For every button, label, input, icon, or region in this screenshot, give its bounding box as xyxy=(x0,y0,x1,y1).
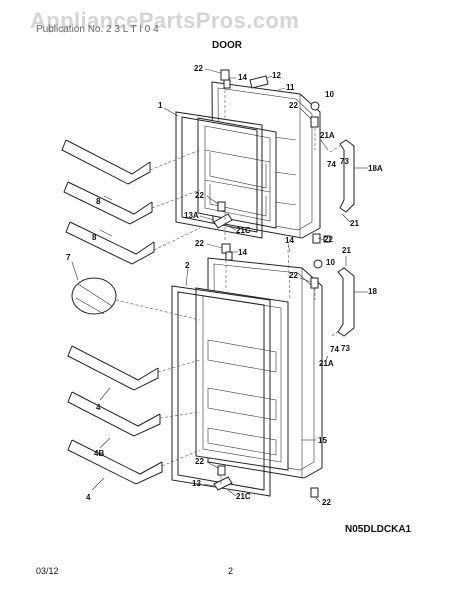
callout-22: 22 xyxy=(322,498,331,507)
callout-21C: 21C xyxy=(236,226,251,235)
callout-14: 14 xyxy=(238,248,247,257)
callout-21: 21 xyxy=(350,219,359,228)
cap-10 xyxy=(313,259,323,269)
callout-12: 12 xyxy=(272,71,281,80)
washer xyxy=(323,235,331,243)
callout-22: 22 xyxy=(194,64,203,73)
hinge-13 xyxy=(213,476,233,491)
callout-13: 13 xyxy=(192,479,201,488)
callout-22: 22 xyxy=(195,239,204,248)
footer-date: 03/12 xyxy=(36,566,59,576)
callout-22: 22 xyxy=(195,191,204,200)
section-title: DOOR xyxy=(212,40,242,51)
callout-18: 18 xyxy=(368,287,377,296)
callout-21A: 21A xyxy=(319,359,334,368)
callout-13A: 13A xyxy=(184,211,199,220)
callouts: 22 14 12 11 10 22 1 21A 74 73 18A 8 8 22 xyxy=(66,64,383,507)
door-shelves-lower xyxy=(67,345,163,485)
fresh-food-handle-18 xyxy=(337,267,355,337)
hinge-bushing-14 xyxy=(223,79,231,89)
fresh-food-door-liner xyxy=(195,287,289,471)
callout-73: 73 xyxy=(340,157,349,166)
guide-lines xyxy=(115,90,341,484)
watermark: AppliancePartsPros.com xyxy=(30,8,300,33)
callout-14: 14 xyxy=(285,236,294,245)
callout-18A: 18A xyxy=(368,164,383,173)
pin-22 xyxy=(310,487,319,498)
egg-bin-7 xyxy=(71,277,117,315)
callout-22: 22 xyxy=(289,271,298,280)
freezer-door-liner xyxy=(197,117,277,229)
callout-74: 74 xyxy=(327,160,336,169)
freezer-shelves xyxy=(61,139,155,265)
callout-73: 73 xyxy=(341,344,350,353)
callout-4: 4 xyxy=(86,493,91,502)
fresh-food-gasket xyxy=(171,285,271,497)
callout-4: 4 xyxy=(96,403,101,412)
callout-8: 8 xyxy=(96,197,101,206)
hinge-13A xyxy=(213,213,233,229)
pin-22 xyxy=(217,201,226,212)
callout-21A: 21A xyxy=(320,131,335,140)
pin-22 xyxy=(310,277,319,289)
callout-2: 2 xyxy=(185,261,190,270)
freezer-handle-18A xyxy=(339,139,355,213)
diagram-code: N05DLDCKA1 xyxy=(345,524,412,535)
callout-15: 15 xyxy=(318,436,327,445)
callout-10: 10 xyxy=(326,258,335,267)
hinge-cover-12 xyxy=(249,75,269,89)
callout-74: 74 xyxy=(330,345,339,354)
footer-page: 2 xyxy=(228,566,234,576)
callout-22: 22 xyxy=(324,235,333,244)
callout-4B: 4B xyxy=(94,449,104,458)
callout-8: 8 xyxy=(92,233,97,242)
hinge-pin-22 xyxy=(220,69,230,81)
callout-7: 7 xyxy=(66,253,71,262)
pin-22 xyxy=(217,465,226,476)
callout-22: 22 xyxy=(289,101,298,110)
bushing-14 xyxy=(225,251,233,261)
callout-22: 22 xyxy=(195,457,204,466)
callout-11: 11 xyxy=(286,83,295,92)
freezer-gasket xyxy=(175,111,263,239)
pin-22 xyxy=(310,116,319,128)
publication-header: Publication No. 2 3 L T I 0 4 xyxy=(36,24,159,35)
callout-1: 1 xyxy=(158,101,163,110)
callout-10: 10 xyxy=(325,90,334,99)
callout-21C: 21C xyxy=(236,492,251,501)
callout-21: 21 xyxy=(342,246,351,255)
cap-10 xyxy=(310,101,320,111)
callout-14: 14 xyxy=(238,73,247,82)
